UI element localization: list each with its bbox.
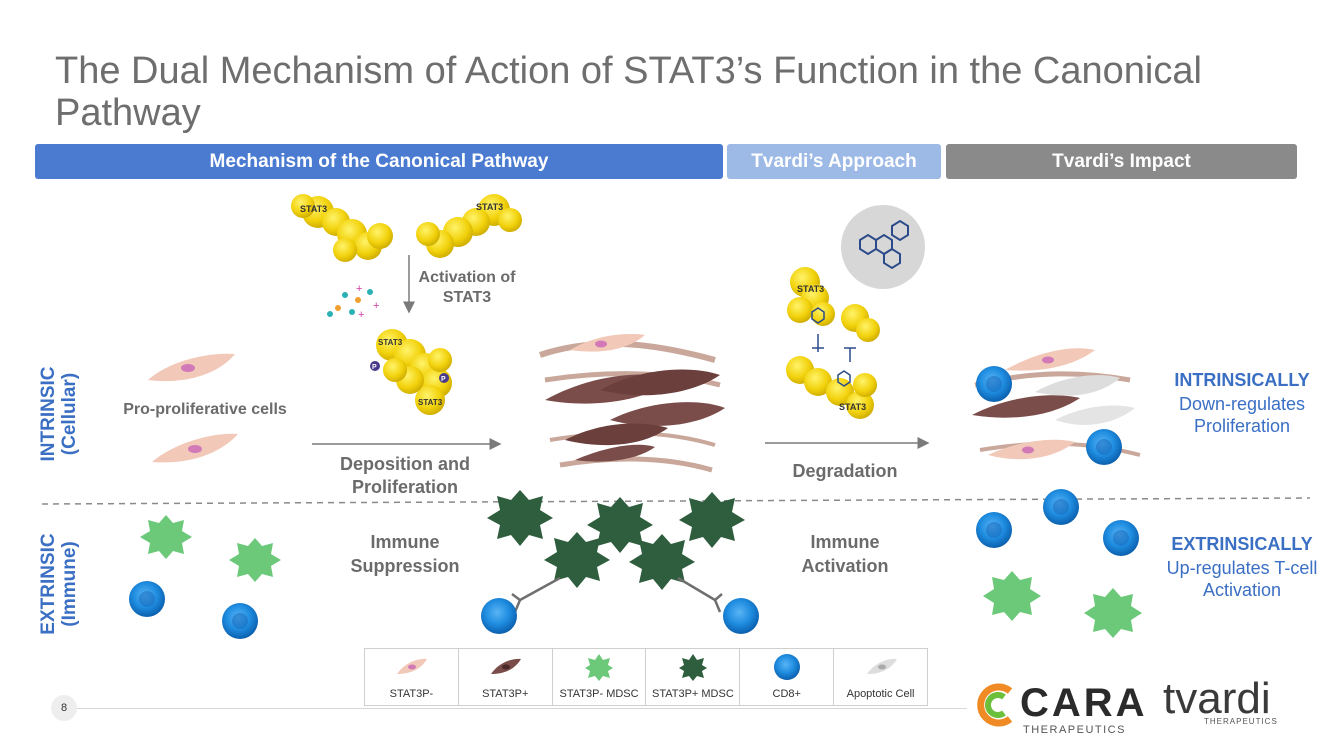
stat3-label-2: STAT3 [476,202,503,212]
activation-label: Activation of STAT3 [418,269,516,306]
stat3-inhibited [786,267,880,419]
impact-extrinsic-cells [976,489,1142,638]
legend-label: STAT3P+ [482,688,529,700]
stat3-label-6: STAT3 [839,402,866,412]
impact-intrinsic-heading: INTRINSICALLY [1174,370,1310,390]
cd8-cell-right [723,598,759,634]
legend-label: STAT3P+ MDSC [651,688,734,700]
header-mechanism: Mechanism of the Canonical Pathway [35,144,723,179]
svg-text:+: + [358,309,364,321]
tvardi-logo-text: tvardi [1163,674,1271,723]
impact-intrinsic-text: Down-regulates Proliferation [1178,394,1306,436]
page-number: 8 [51,695,77,721]
mdsc-neg-icon [585,654,614,681]
legend-label: Apoptotic Cell [846,688,915,700]
legend: STAT3P- STAT3P+ STAT3P- MDSC STAT3P+ MDS… [364,648,928,706]
legend-item-cd8: CD8+ [740,649,835,705]
legend-label: STAT3P- [389,688,434,700]
legend-label: CD8+ [772,688,801,700]
tvardi-logo-sub: THERAPEUTICS [1204,717,1278,726]
pro-proliferative-cells [148,353,238,463]
stat3-label-4: STAT3 [418,398,443,407]
legend-item-stat3p-neg: STAT3P- [365,649,459,705]
legend-item-apoptotic: Apoptotic Cell [834,649,927,705]
deposition-label: Deposition and Proliferation [340,454,470,497]
row-label-intrinsic: INTRINSIC (Cellular) [38,366,80,462]
row-label-extrinsic: EXTRINSIC (Immune) [38,533,80,635]
legend-item-mdsc-pos: STAT3P+ MDSC [646,649,741,705]
phospho-label-2: P [441,376,446,383]
immune-activation-label: Immune Activation [801,532,889,576]
stat3-dimer-phosphorylated [370,329,452,415]
impact-intrinsic-cluster [972,348,1141,465]
legend-label: STAT3P- MDSC [559,688,639,700]
immune-suppression-label: Immune Suppression [350,532,460,576]
phospho-label-1: P [372,364,377,371]
cara-logo-text: CARA [1020,681,1148,725]
cytokine-dots: + + + [327,283,379,321]
footer-divider [77,708,967,709]
legend-item-mdsc-neg: STAT3P- MDSC [553,649,647,705]
svg-text:+: + [356,283,362,295]
svg-text:+: + [373,300,379,312]
stat3p-neg-cell-icon [397,658,428,674]
apoptotic-cell-icon [866,658,897,674]
page-title: The Dual Mechanism of Action of STAT3’s … [55,50,1202,134]
degradation-label: Degradation [792,461,898,481]
stat3-monomer-left [291,194,393,262]
impact-extrinsic-heading: EXTRINSICALLY [1171,534,1313,554]
header-impact: Tvardi’s Impact [946,144,1297,179]
legend-item-stat3p-pos: STAT3P+ [459,649,553,705]
cd8-cell-left [481,598,517,634]
checkpoint-lines [511,576,723,613]
stat3-monomer-right [416,194,522,258]
impact-extrinsic-text: Up-regulates T-cell Activation [1166,558,1318,600]
extrinsic-left-cells [129,515,281,639]
stat3-label-1: STAT3 [300,204,327,214]
header-approach: Tvardi’s Approach [727,144,941,179]
stat3p-pos-cell-icon [491,658,522,674]
cd8-cell-icon [773,654,800,680]
inhibitor-molecule-bubble [841,205,925,289]
cara-logo-icon [977,683,1013,727]
mdsc-dark-cluster [487,490,745,590]
pro-proliferative-label: Pro-proliferative cells [123,401,287,418]
stat3-label-3: STAT3 [378,338,403,347]
mdsc-pos-icon [678,654,707,681]
stat3-label-5: STAT3 [797,284,824,294]
cara-logo-sub: THERAPEUTICS [1023,724,1126,736]
fibrosis-cluster [539,333,725,473]
row-divider [41,497,1311,505]
